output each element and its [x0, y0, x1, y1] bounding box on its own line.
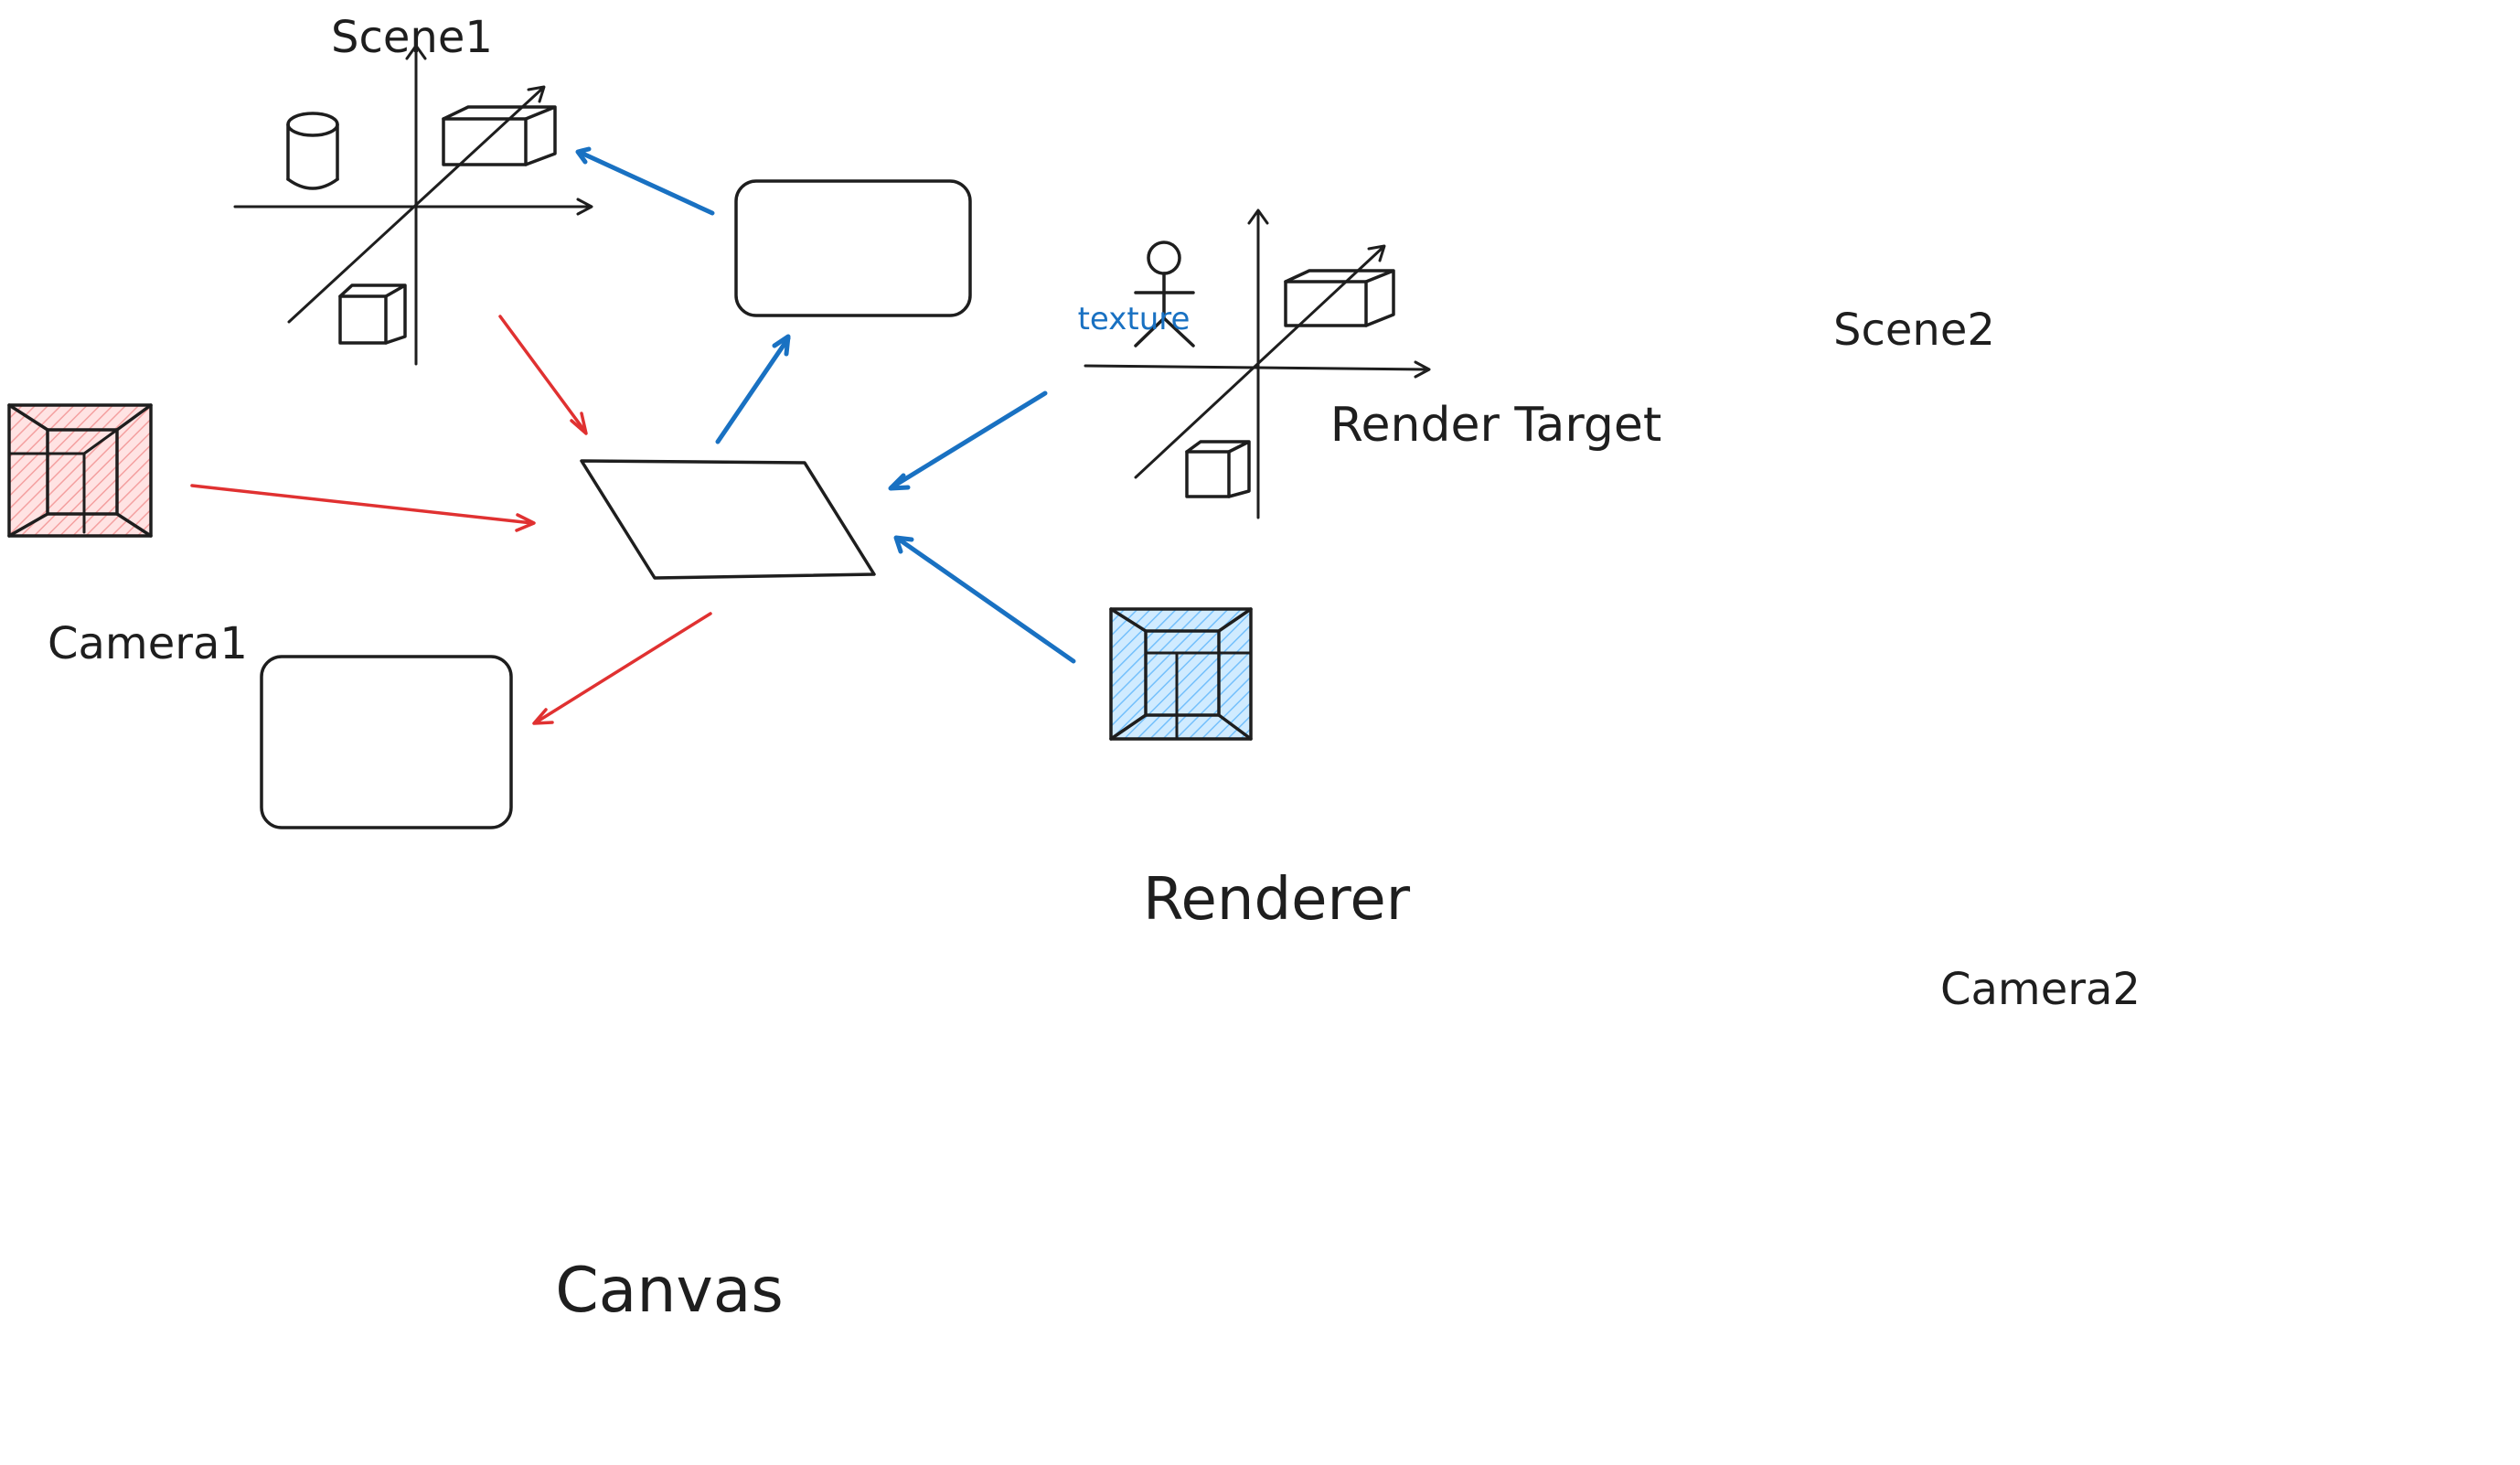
arrow-renderer-to-canvas [532, 612, 712, 725]
camera2-wireframe-cube-icon [1109, 607, 1253, 741]
arrow-render-target-to-scene1-texture: texture [575, 146, 1191, 337]
renderer-label: Renderer [1143, 866, 1411, 934]
camera1: Camera1 [7, 403, 248, 669]
camera2-label: Camera2 [1940, 964, 2141, 1015]
arrow-renderer-to-render-target [715, 334, 791, 444]
box-icon [338, 283, 407, 345]
box-icon [1284, 269, 1395, 327]
stick-figure-icon [1134, 241, 1195, 348]
camera1-wireframe-cube-icon [7, 403, 153, 538]
scene1-axes [233, 44, 593, 366]
camera2: Camera2 [1109, 607, 2141, 1015]
box-icon [442, 105, 557, 166]
renderer-node: Renderer [580, 459, 1411, 934]
cylinder-icon [286, 112, 339, 190]
scene1: Scene1 [233, 12, 593, 366]
scene2-label: Scene2 [1833, 305, 1995, 356]
canvas-label: Canvas [555, 1255, 784, 1327]
camera1-label: Camera1 [48, 618, 248, 669]
scene2: Scene2 [1084, 209, 1995, 519]
box-icon [1185, 440, 1251, 498]
scene2-axes [1084, 209, 1431, 519]
render-target-label: Render Target [1330, 398, 1662, 453]
arrow-camera2-to-renderer [893, 535, 1076, 664]
arrow-camera1-to-renderer [190, 484, 536, 532]
scene1-label: Scene1 [331, 12, 493, 63]
arrow-scene1-to-renderer [498, 315, 588, 435]
arrow-scene2-to-renderer [888, 390, 1048, 491]
canvas-node: Canvas [260, 655, 784, 1327]
render-target-node: Render Target [734, 179, 1662, 453]
texture-label: texture [1078, 301, 1191, 337]
